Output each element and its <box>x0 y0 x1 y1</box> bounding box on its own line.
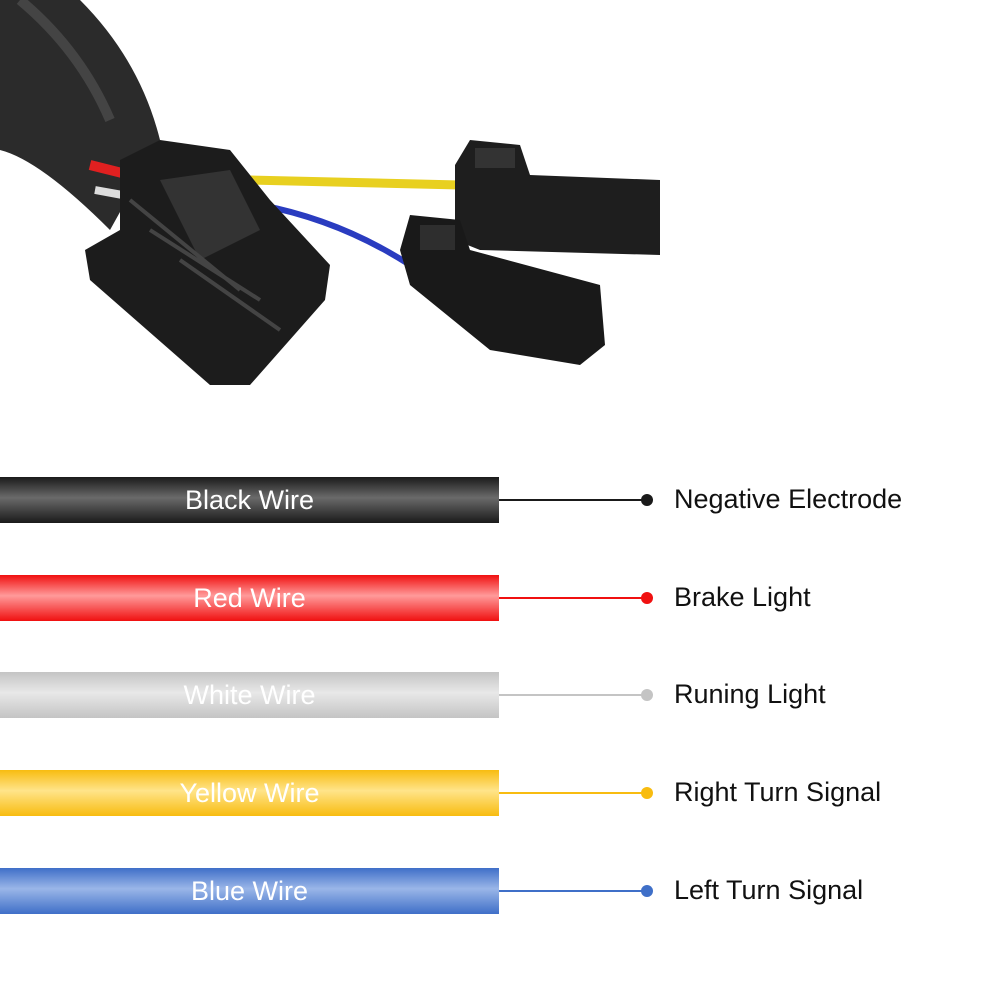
blue-wire-connector-line <box>499 890 647 892</box>
red-wire-dot <box>641 592 653 604</box>
yellow-wire-function-label: Right Turn Signal <box>674 777 882 807</box>
left-turn-connector <box>400 215 605 365</box>
black-wire-dot <box>641 494 653 506</box>
yellow-wire-dot <box>641 787 653 799</box>
white-wire-connector-line <box>499 694 647 696</box>
wire-row-yellow-wire: Yellow Wire Right Turn Signal <box>0 770 1000 818</box>
black-wire-connector-line <box>499 499 647 501</box>
yellow-wire-connector-line <box>499 792 647 794</box>
blue-wire-dot <box>641 885 653 897</box>
blue-wire <box>259 202 412 268</box>
yellow-wire <box>249 175 461 190</box>
wire-row-white-wire: White Wire Runing Light <box>0 672 1000 720</box>
blue-wire-bar: Blue Wire <box>0 868 499 914</box>
red-wire-function-label: Brake Light <box>674 582 811 612</box>
red-wire-connector-line <box>499 597 647 599</box>
black-wire-function-label: Negative Electrode <box>674 484 903 514</box>
black-wire-bar: Black Wire <box>0 477 499 523</box>
harness-connector-photo <box>0 0 660 385</box>
white-wire-dot <box>641 689 653 701</box>
red-wire-bar: Red Wire <box>0 575 499 621</box>
right-turn-connector <box>455 140 660 255</box>
yellow-wire-bar: Yellow Wire <box>0 770 499 816</box>
wire-row-black-wire: Black Wire Negative Electrode <box>0 477 1000 525</box>
wire-row-red-wire: Red Wire Brake Light <box>0 575 1000 623</box>
white-wire-function-label: Runing Light <box>674 679 826 709</box>
white-wire-bar: White Wire <box>0 672 499 718</box>
main-connector <box>85 140 330 385</box>
blue-wire-function-label: Left Turn Signal <box>674 875 864 905</box>
wire-row-blue-wire: Blue Wire Left Turn Signal <box>0 868 1000 916</box>
